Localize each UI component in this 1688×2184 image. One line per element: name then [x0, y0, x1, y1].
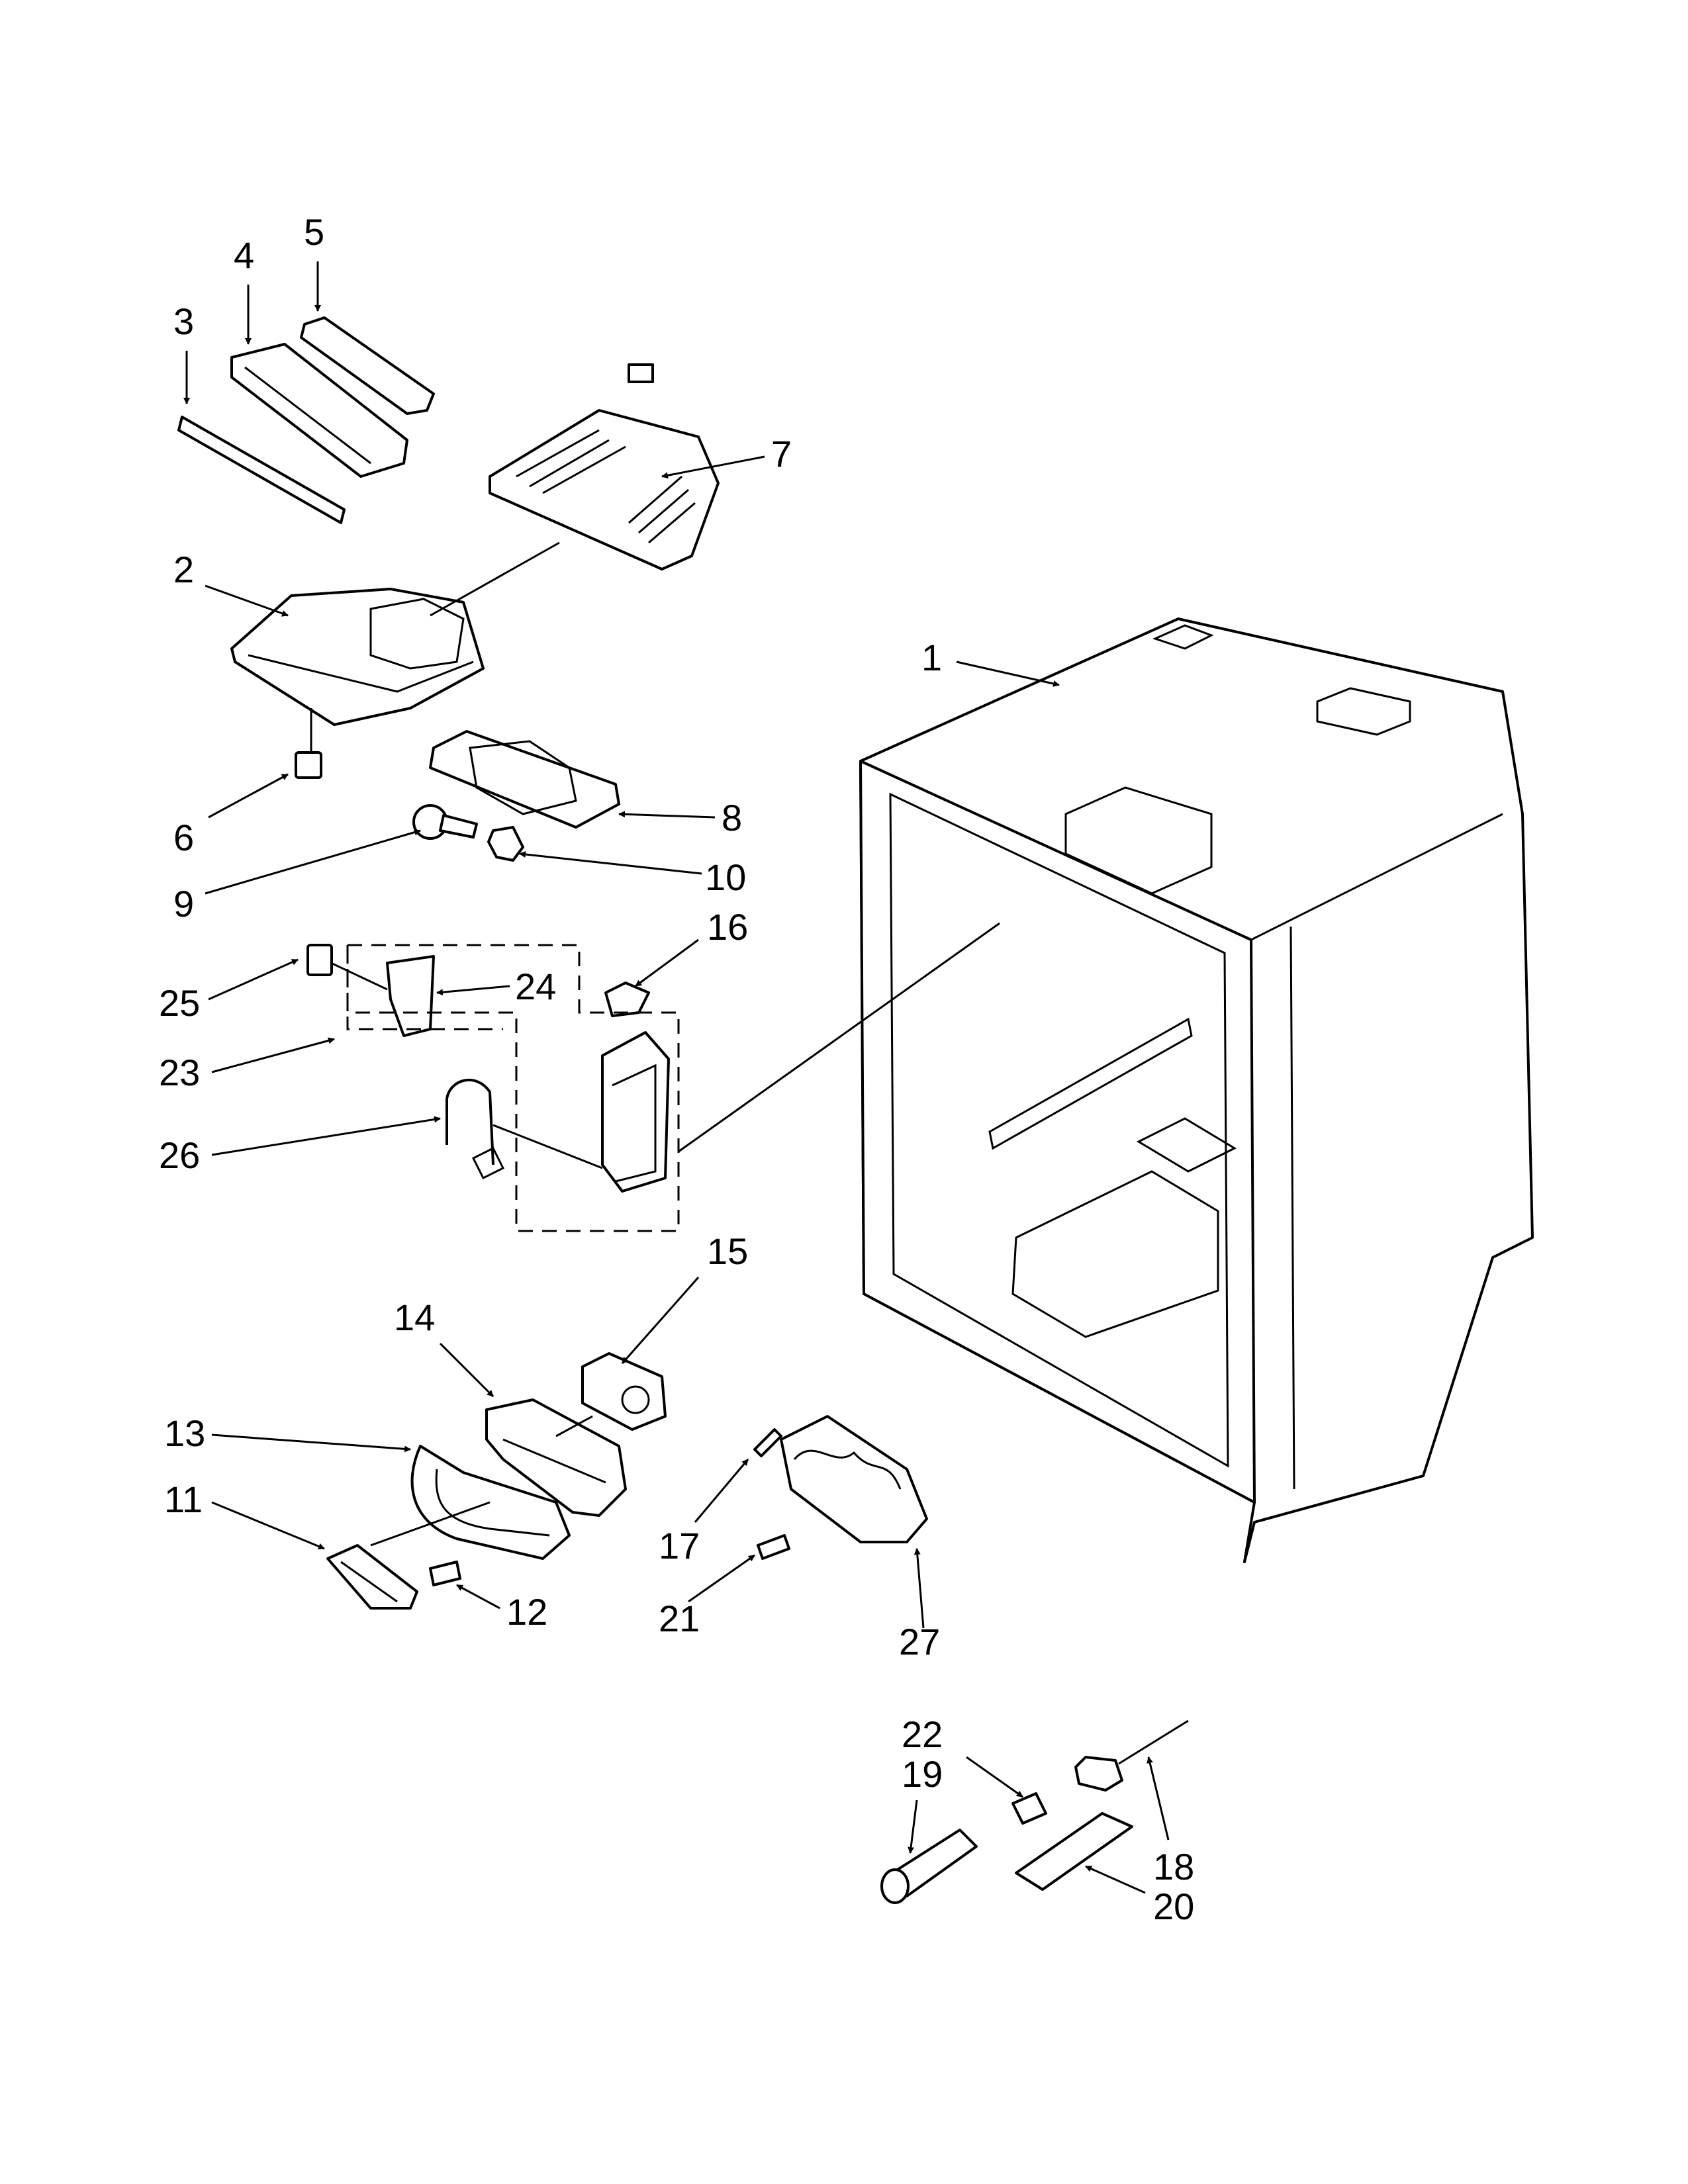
callout-17: 17 — [659, 1525, 700, 1567]
callout-5: 5 — [304, 211, 324, 253]
callout-13: 13 — [164, 1412, 205, 1454]
arrow-leaders — [183, 261, 1170, 1894]
group-outline-upper — [346, 944, 680, 1232]
callout-20: 20 — [1153, 1886, 1194, 1927]
callout-27: 27 — [899, 1621, 940, 1662]
callout-21: 21 — [659, 1598, 700, 1639]
drip-tray — [326, 1544, 418, 1610]
connector-13-11 — [370, 1501, 491, 1547]
mounting-screw — [757, 1534, 790, 1560]
water-tube — [445, 1079, 505, 1180]
callout-8: 8 — [722, 797, 742, 839]
arrow-19 — [908, 1799, 918, 1854]
control-bracket — [300, 316, 435, 415]
arrow-2 — [205, 584, 289, 617]
trim-strip — [177, 416, 346, 524]
air-cover — [489, 363, 720, 570]
callout-16: 16 — [707, 906, 748, 948]
arrow-7 — [661, 455, 765, 479]
callout-14: 14 — [394, 1297, 435, 1338]
light-socket — [487, 826, 524, 862]
arrow-25 — [208, 958, 299, 1001]
callout-18: 18 — [1153, 1846, 1194, 1888]
control-housing — [230, 588, 485, 726]
heater-screw — [753, 1428, 782, 1457]
arrow-1 — [956, 660, 1060, 687]
control-panel — [230, 343, 408, 478]
arrow-10 — [519, 851, 702, 875]
filter-cover — [1015, 1812, 1133, 1891]
light-bulb — [412, 804, 478, 840]
arrow-18 — [1147, 1756, 1170, 1841]
callout-7: 7 — [771, 433, 792, 475]
arrow-9 — [205, 829, 421, 895]
callout-6: 6 — [173, 817, 194, 858]
dispenser-cover — [601, 1031, 670, 1193]
callout-25: 25 — [159, 982, 200, 1024]
connector-26-cover — [492, 1124, 603, 1169]
connector-14-15 — [555, 1415, 593, 1437]
arrow-22 — [966, 1756, 1023, 1798]
connector-25-24 — [330, 962, 388, 991]
arrow-14 — [439, 1342, 494, 1398]
callout-22: 22 — [902, 1713, 943, 1755]
group-outline-actuator — [346, 945, 503, 1030]
refrigerator-liner — [859, 617, 1534, 1563]
arrow-26 — [211, 1116, 441, 1156]
arrow-21 — [688, 1554, 755, 1603]
water-filter — [880, 1829, 978, 1904]
light-switch — [295, 751, 322, 779]
arrow-23 — [211, 1037, 335, 1073]
callout-9: 9 — [173, 883, 194, 925]
callout-labels: 1 2 3 4 5 6 7 8 9 10 11 12 13 14 15 16 1… — [159, 211, 1194, 1927]
callout-15: 15 — [707, 1230, 748, 1272]
arrow-13 — [211, 1433, 411, 1453]
arrow-11 — [211, 1501, 325, 1550]
arrow-24 — [436, 985, 510, 996]
arrow-8 — [618, 811, 716, 819]
filter-head — [1074, 1719, 1189, 1792]
arrow-17 — [694, 1459, 749, 1523]
microswitch — [306, 944, 333, 976]
callout-1: 1 — [921, 637, 942, 678]
connector-cover-liner — [678, 922, 1000, 1153]
callout-12: 12 — [506, 1591, 547, 1633]
callout-3: 3 — [173, 300, 194, 342]
callout-24: 24 — [515, 966, 556, 1007]
callout-26: 26 — [159, 1134, 200, 1176]
dispenser-solenoid — [581, 1352, 667, 1431]
callout-4: 4 — [234, 234, 254, 276]
connector-7-2 — [430, 541, 560, 617]
arrow-15 — [621, 1277, 700, 1364]
arrow-6 — [208, 773, 289, 819]
dispenser-actuator — [386, 955, 435, 1037]
callout-2: 2 — [173, 549, 194, 590]
dispenser-heater — [780, 1415, 928, 1543]
tube-clip — [604, 981, 650, 1017]
arrow-20 — [1085, 1865, 1146, 1894]
arrow-12 — [456, 1584, 500, 1610]
arrow-27 — [914, 1548, 925, 1629]
callout-10: 10 — [705, 856, 746, 898]
screw — [429, 1561, 461, 1586]
ice-chute — [485, 1398, 627, 1517]
filter-bypass — [1011, 1792, 1047, 1825]
callout-11: 11 — [164, 1479, 203, 1520]
light-housing — [429, 730, 620, 829]
callout-23: 23 — [159, 1052, 200, 1093]
arrow-16 — [635, 938, 699, 987]
dispenser-bezel — [410, 1445, 571, 1560]
callout-19: 19 — [902, 1753, 943, 1795]
